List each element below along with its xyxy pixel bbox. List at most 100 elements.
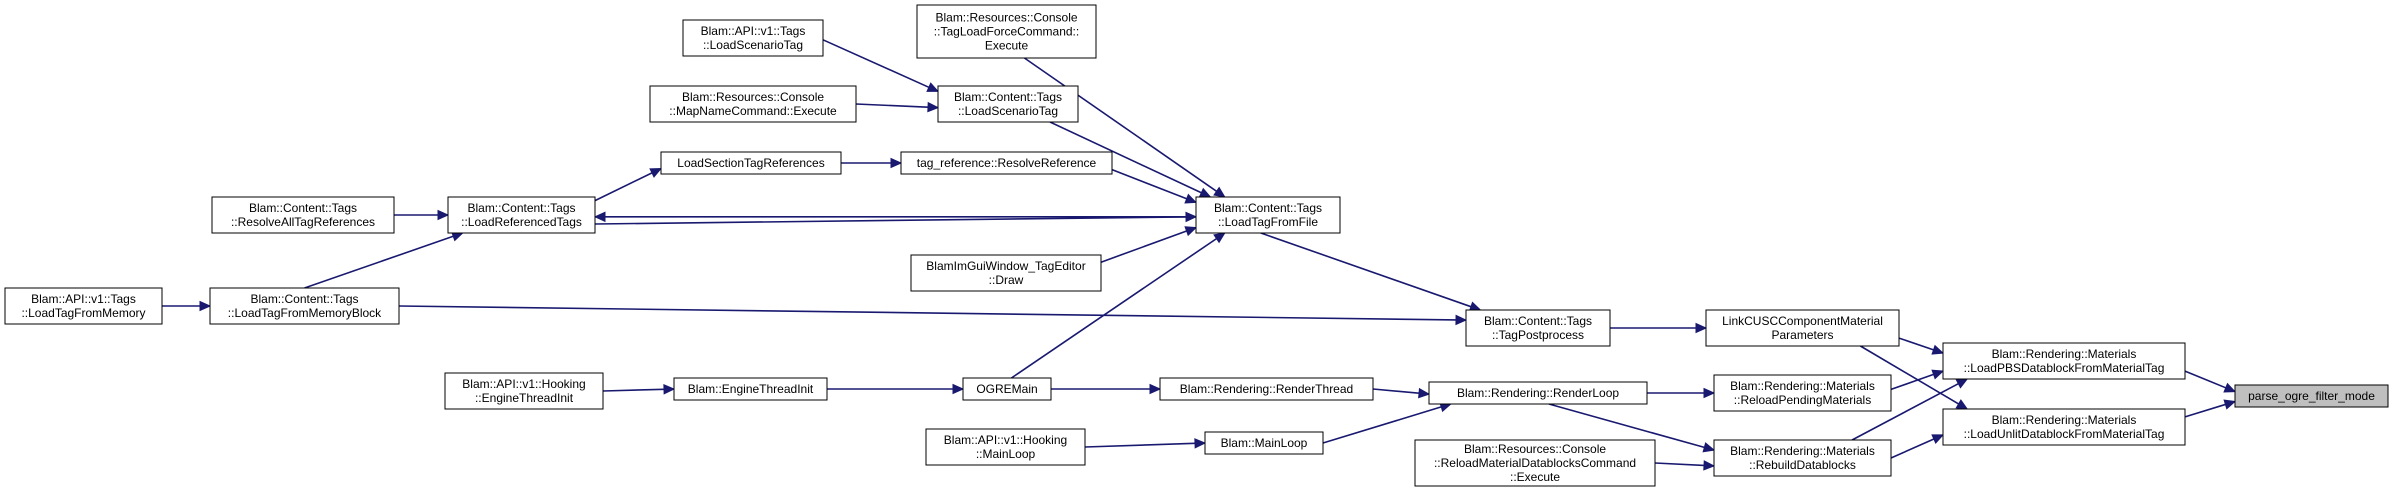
node-box[interactable] [1705, 309, 1900, 347]
edge-line [594, 216, 1187, 225]
node-label-line: Blam::Rendering::Materials [1992, 347, 2137, 361]
node-load-section-tag-references[interactable]: LoadSectionTagReferences [660, 151, 842, 175]
node-label-line: ::ReloadPendingMaterials [1734, 393, 1871, 407]
node-engine-thread-init[interactable]: Blam::EngineThreadInit [673, 377, 828, 401]
node-load-tag-from-memory-block[interactable]: Blam::Content::Tags::LoadTagFromMemoryBl… [209, 287, 400, 325]
edge-line [1100, 230, 1187, 263]
node-content-load-scenario-tag[interactable]: Blam::Content::Tags::LoadScenarioTag [937, 85, 1079, 123]
node-box[interactable] [211, 196, 395, 234]
node-box[interactable] [4, 287, 163, 325]
node-box[interactable] [1942, 342, 2186, 380]
edge-line [1548, 403, 1705, 449]
node-parse-ogre-filter-mode[interactable]: parse_ogre_filter_mode [2234, 384, 2389, 408]
node-reload-pending-materials[interactable]: Blam::Rendering::Materials::ReloadPendin… [1713, 374, 1892, 412]
node-box[interactable] [673, 377, 828, 401]
node-resolve-reference[interactable]: tag_reference::ResolveReference [900, 151, 1113, 175]
edge-arrowhead [1184, 193, 1198, 204]
node-box[interactable] [660, 151, 842, 175]
node-map-name-command[interactable]: Blam::Resources::Console::MapNameCommand… [649, 85, 857, 123]
edge-load-section-tag-references-to-resolve-reference [841, 157, 903, 169]
edge-arrowhead [1418, 387, 1431, 399]
edge-arrowhead [1198, 187, 1212, 198]
node-rebuild-datablocks[interactable]: Blam::Rendering::Materials::RebuildDatab… [1713, 439, 1892, 477]
node-box[interactable] [1942, 408, 2186, 446]
node-main-loop[interactable]: Blam::MainLoop [1204, 431, 1324, 455]
node-label-line: Execute [985, 39, 1029, 53]
edge-load-tag-from-memory-block-to-tag-postprocess [398, 305, 1468, 326]
node-box[interactable] [916, 4, 1097, 59]
edge-line [2184, 403, 2226, 418]
node-tag-postprocess[interactable]: Blam::Content::Tags::TagPostprocess [1465, 309, 1611, 347]
node-reload-material-datablocks-command[interactable]: Blam::Resources::Console::ReloadMaterial… [1414, 439, 1656, 487]
node-box[interactable] [209, 287, 400, 325]
edge-arrowhead [927, 101, 940, 113]
node-box[interactable] [682, 19, 824, 57]
node-hooking-engine-thread-init[interactable]: Blam::API::v1::Hooking::EngineThreadInit [444, 372, 604, 410]
edge-arrowhead [1149, 383, 1162, 395]
node-box[interactable] [937, 85, 1079, 123]
node-load-unlit-datablock-from-material-tag[interactable]: Blam::Rendering::Materials::LoadUnlitDat… [1942, 408, 2186, 446]
node-label-line: LinkCUSCComponentMaterial [1722, 314, 1883, 328]
node-box[interactable] [444, 372, 604, 410]
node-label-line: ::ResolveAllTagReferences [231, 215, 375, 229]
node-load-tag-from-file[interactable]: Blam::Content::Tags::LoadTagFromFile [1195, 196, 1341, 234]
edge-arrowhead [1955, 378, 1969, 389]
node-load-referenced-tags[interactable]: Blam::Content::Tags::LoadReferencedTags [447, 196, 596, 234]
node-box[interactable] [925, 428, 1086, 466]
edge-ogremain-to-load-tag-from-file [1010, 232, 1226, 379]
node-box[interactable] [1204, 431, 1324, 455]
node-label-line: ::TagLoadForceCommand:: [934, 25, 1079, 39]
node-box[interactable] [447, 196, 596, 234]
edge-arrowhead [199, 300, 212, 312]
edge-render-thread-to-render-loop [1372, 387, 1431, 399]
node-box[interactable] [1713, 439, 1892, 477]
node-box[interactable] [1159, 377, 1374, 401]
edge-line [1049, 121, 1202, 194]
node-label-line: Blam::API::v1::Tags [31, 292, 136, 306]
node-box[interactable] [2234, 384, 2389, 408]
node-label-line: Blam::API::v1::Tags [701, 24, 806, 38]
node-label-line: ::LoadReferencedTags [461, 215, 582, 229]
node-resolve-all-tag-references[interactable]: Blam::Content::Tags::ResolveAllTagRefere… [211, 196, 395, 234]
node-hooking-main-loop[interactable]: Blam::API::v1::Hooking::MainLoop [925, 428, 1086, 466]
node-box[interactable] [1713, 374, 1892, 412]
edge-load-referenced-tags-to-load-section-tag-references [594, 167, 663, 202]
node-box[interactable] [900, 151, 1113, 175]
edge-arrowhead [649, 167, 663, 178]
edge-load-tag-from-file-to-load-referenced-tags [593, 211, 1196, 223]
edge-line [304, 235, 454, 289]
node-box[interactable] [910, 254, 1102, 292]
node-box[interactable] [962, 377, 1052, 401]
node-label-line: Blam::EngineThreadInit [688, 382, 814, 396]
node-ogremain[interactable]: OGREMain [962, 377, 1052, 401]
node-label-line: Blam::Rendering::Materials [1992, 413, 2137, 427]
node-tag-load-force-command[interactable]: Blam::Resources::Console::TagLoadForceCo… [916, 4, 1097, 59]
edge-reload-pending-materials-to-load-pbsdatablock-from-material-tag [1890, 369, 1945, 391]
node-label-line: ::MapNameCommand::Execute [669, 104, 837, 118]
edge-line [1322, 406, 1442, 444]
edge-arrowhead [1213, 232, 1226, 244]
node-load-pbsdatablock-from-material-tag[interactable]: Blam::Rendering::Materials::LoadPBSDatab… [1942, 342, 2186, 380]
edge-line [1023, 57, 1218, 192]
node-label-line: Blam::Content::Tags [954, 90, 1062, 104]
node-box[interactable] [1465, 309, 1611, 347]
edge-line [398, 305, 1457, 321]
node-box[interactable] [1195, 196, 1341, 234]
node-label-line: BlamImGuiWindow_TagEditor [926, 259, 1085, 273]
edge-tag-postprocess-to-link-cusccomponent-material-parameters [1610, 322, 1708, 334]
edge-arrowhead [1955, 399, 1969, 410]
node-box[interactable] [649, 85, 857, 123]
node-box[interactable] [1414, 439, 1656, 487]
edge-arrowhead [1213, 186, 1226, 198]
node-api-load-tag-from-memory[interactable]: Blam::API::v1::Tags::LoadTagFromMemory [4, 287, 163, 325]
node-tag-editor-draw[interactable]: BlamImGuiWindow_TagEditor::Draw [910, 254, 1102, 292]
node-render-loop[interactable]: Blam::Rendering::RenderLoop [1428, 381, 1648, 405]
node-api-load-scenario-tag[interactable]: Blam::API::v1::Tags::LoadScenarioTag [682, 19, 824, 57]
edge-resolve-reference-to-load-tag-from-file [1111, 168, 1198, 204]
node-box[interactable] [1428, 381, 1648, 405]
edge-map-name-command-to-content-load-scenario-tag [855, 101, 940, 113]
node-label-line: Parameters [1771, 328, 1833, 342]
node-render-thread[interactable]: Blam::Rendering::RenderThread [1159, 377, 1374, 401]
edge-line [1084, 442, 1196, 448]
